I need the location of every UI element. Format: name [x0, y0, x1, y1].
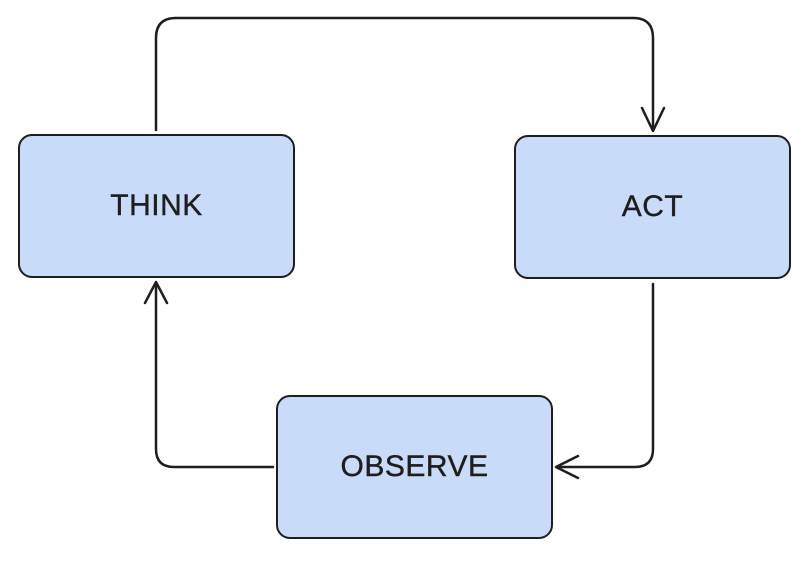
observe-node-label: OBSERVE: [340, 450, 489, 483]
edge-think-to-act-arrowhead: [640, 106, 666, 133]
edge-observe-to-think: [143, 280, 275, 469]
edge-act-to-observe: [554, 282, 655, 480]
act-node-label: ACT: [621, 190, 684, 223]
edge-act-to-observe-line: [555, 282, 655, 469]
edge-think-to-act-line: [154, 16, 655, 132]
think-node-label: THINK: [110, 189, 203, 222]
edge-observe-to-think-arrowhead: [143, 280, 169, 305]
observe-node: OBSERVE: [276, 395, 553, 539]
edge-act-to-observe-arrowhead: [554, 454, 580, 480]
edge-observe-to-think-line: [154, 281, 275, 469]
edge-think-to-act: [154, 16, 666, 133]
act-node: ACT: [514, 135, 791, 279]
think-node: THINK: [18, 134, 295, 278]
